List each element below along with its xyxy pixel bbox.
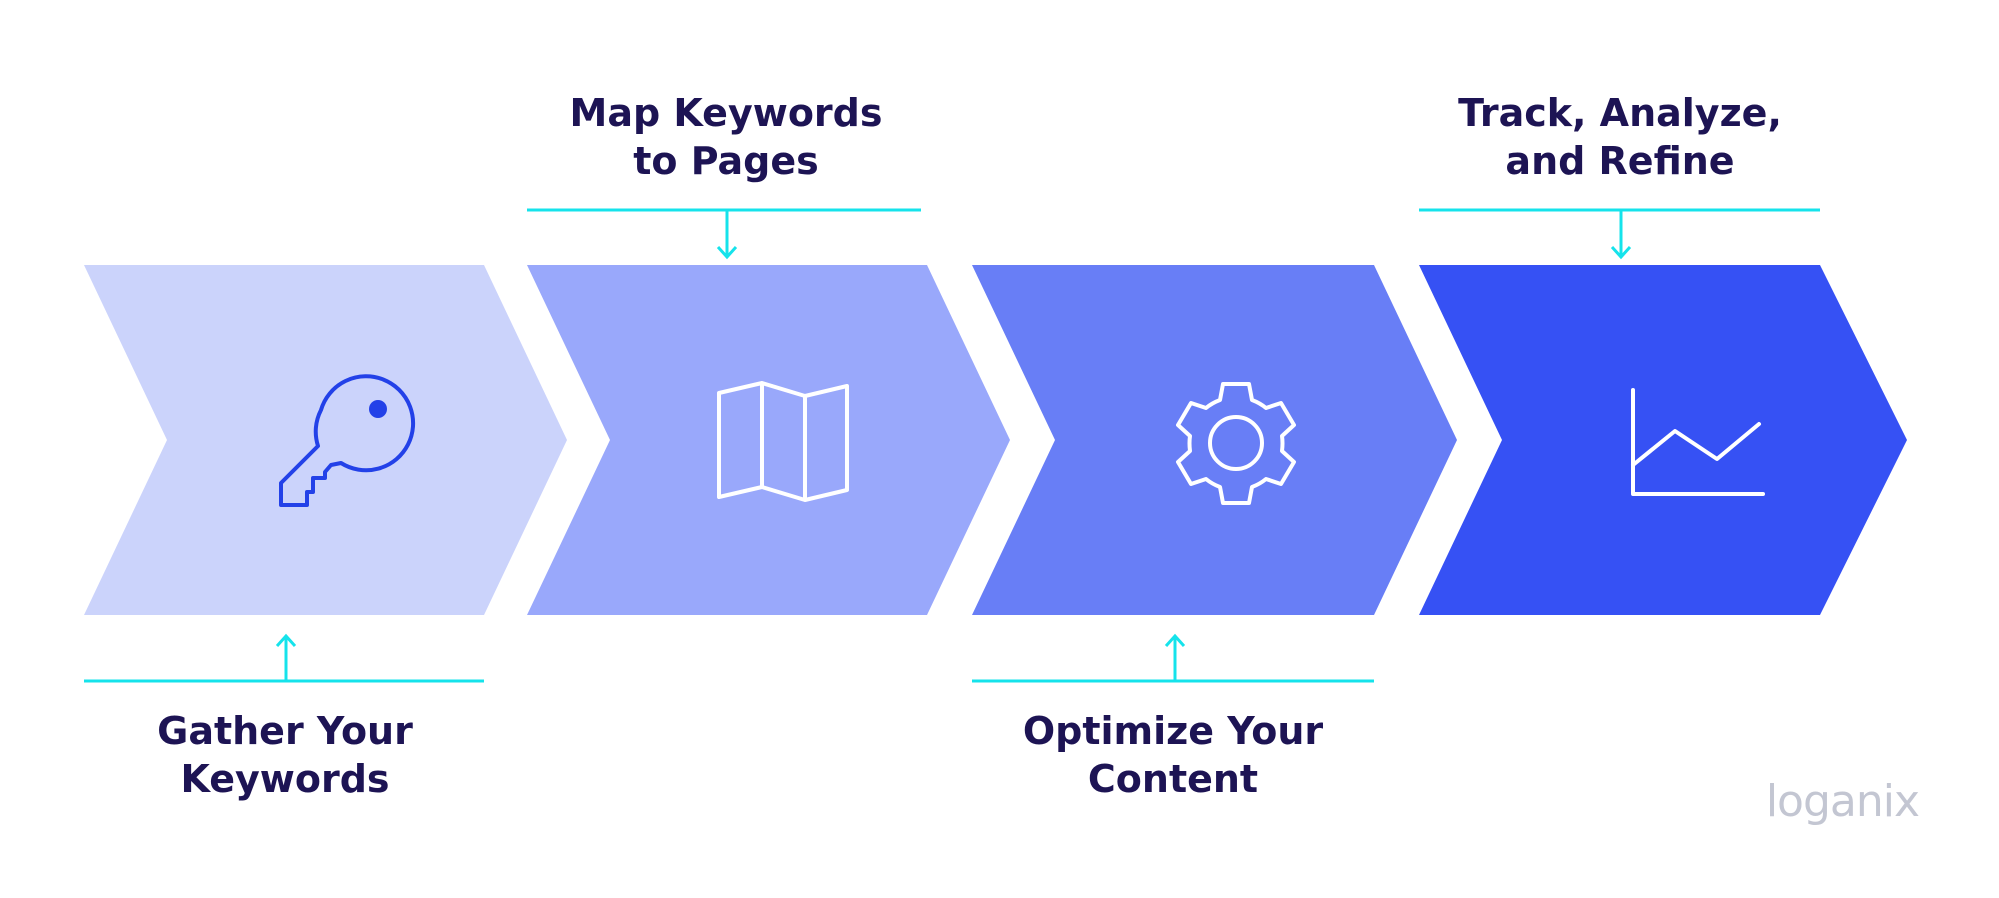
step-label-gather-keywords: Gather Your Keywords bbox=[157, 709, 413, 801]
step-label-map-keywords: Map Keywords to Pages bbox=[569, 91, 883, 183]
connector-step-1 bbox=[84, 633, 484, 683]
line-chart-icon bbox=[1631, 388, 1765, 496]
key-icon bbox=[279, 374, 416, 507]
chevron-step-1 bbox=[84, 265, 567, 615]
connector-step-4 bbox=[1419, 208, 1820, 260]
step-label-track-analyze-refine: Track, Analyze, and Refine bbox=[1458, 91, 1782, 183]
map-icon bbox=[717, 381, 849, 502]
connector-step-3 bbox=[972, 633, 1374, 683]
connector-step-2 bbox=[527, 208, 921, 260]
brand-logo: loganix bbox=[1765, 776, 1920, 827]
gear-icon bbox=[1176, 382, 1296, 505]
step-label-optimize-content: Optimize Your Content bbox=[1022, 709, 1324, 801]
chevron-step-2 bbox=[527, 265, 1010, 615]
chevron-step-3 bbox=[972, 265, 1457, 615]
